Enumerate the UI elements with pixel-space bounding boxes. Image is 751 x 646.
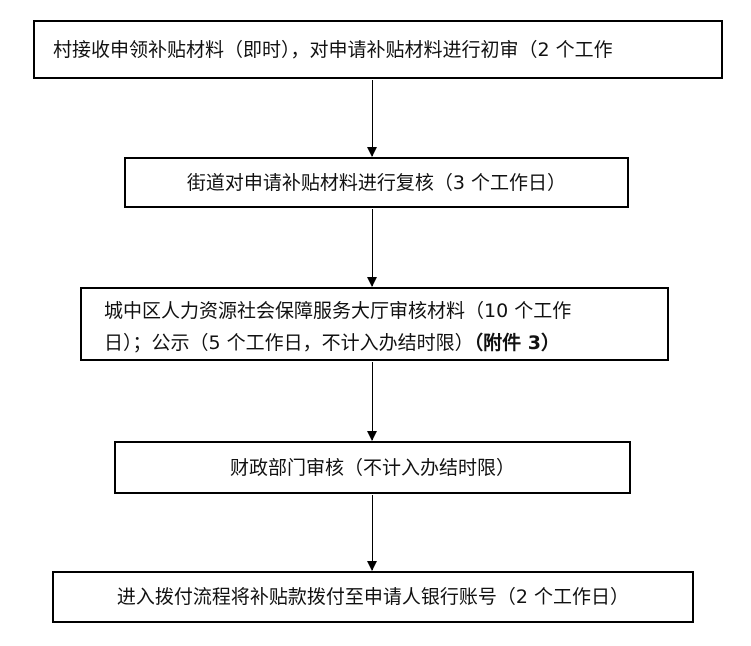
- step-3-attachment-ref: （附件 3）: [473, 332, 560, 354]
- arrow-1-to-2: [367, 80, 377, 157]
- step-1-text: 村接收申领补贴材料（即时），对申请补贴材料进行初审（2 个工作: [53, 38, 613, 61]
- step-3-district-hall-review: 城中区人力资源社会保障服务大厅审核材料（10 个工作 日）；公示（5 个工作日，…: [80, 287, 669, 361]
- step-2-text: 街道对申请补贴材料进行复核（3 个工作日）: [186, 171, 567, 194]
- arrow-2-to-3: [367, 209, 377, 287]
- arrow-4-to-5: [367, 495, 377, 571]
- step-5-text: 进入拨付流程将补贴款拨付至申请人银行账号（2 个工作日）: [116, 586, 630, 608]
- step-5-disbursement: 进入拨付流程将补贴款拨付至申请人银行账号（2 个工作日）: [52, 571, 694, 623]
- step-3-line-2-text: 日）；公示（5 个工作日，不计入办结时限）: [104, 332, 474, 354]
- step-2-street-review: 街道对申请补贴材料进行复核（3 个工作日）: [124, 157, 629, 208]
- step-3-line-2: 日）；公示（5 个工作日，不计入办结时限）（附件 3）: [104, 327, 657, 359]
- arrow-3-to-4: [367, 362, 377, 441]
- step-4-finance-review: 财政部门审核（不计入办结时限）: [114, 441, 631, 494]
- step-4-text: 财政部门审核（不计入办结时限）: [229, 456, 515, 479]
- step-3-line-1: 城中区人力资源社会保障服务大厅审核材料（10 个工作: [104, 300, 572, 322]
- step-1-village-intake: 村接收申领补贴材料（即时），对申请补贴材料进行初审（2 个工作: [33, 20, 723, 79]
